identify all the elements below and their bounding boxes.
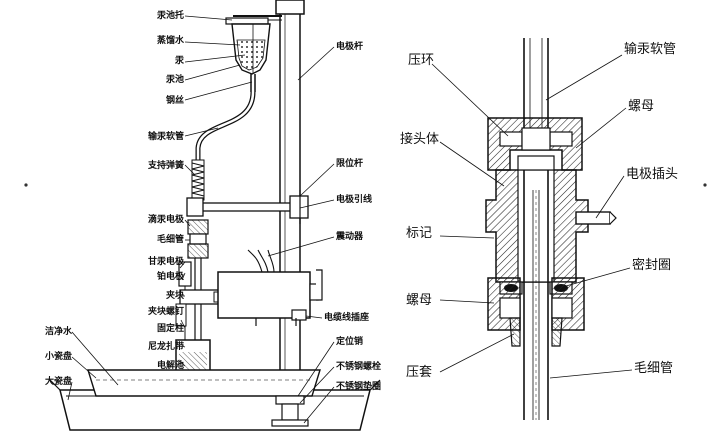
electrode-stack-shape — [187, 219, 209, 345]
label-platinum-electrode: 铂电极 — [157, 270, 185, 282]
label-mercury: 汞 — [174, 55, 185, 66]
vibrator-shape — [217, 269, 323, 326]
electrode-lead-shape — [247, 249, 275, 273]
label-small-porcelain-tray: 小瓷盘 — [44, 350, 72, 362]
label-stainless-washer: 不锈钢垫圈 — [336, 380, 381, 392]
label-support-spring: 支持弹簧 — [147, 159, 184, 171]
press-sleeve-shape — [509, 317, 563, 347]
label-electrolytic-cell: 电解池 — [157, 359, 184, 371]
label-press-sleeve: 压套 — [406, 364, 432, 380]
label-limit-rod: 限位杆 — [336, 157, 363, 169]
right-cross-section — [431, 38, 633, 420]
label-vibrator: 震动器 — [335, 231, 364, 242]
label-electrode-lead: 电极引线 — [336, 193, 372, 205]
label-stainless-bolt: 不锈钢螺栓 — [336, 360, 381, 372]
bottom-nut-shape — [487, 277, 585, 331]
right-label-group: 压环 接头体 标记 螺母 压套 输汞软管 螺母 电极插头 密封圈 毛细管 — [400, 41, 678, 380]
left-label-group: 汞池托 蒸馏水 汞 汞池 钢丝 输汞软管 支持弹簧 滴汞电极 毛细管 甘汞电极 … — [44, 9, 381, 392]
label-mark: 标记 — [406, 226, 432, 241]
label-distilled-water: 蒸馏水 — [157, 34, 185, 46]
connector-body-shape — [485, 155, 589, 283]
left-leader-lines — [67, 15, 335, 424]
right-leader-lines — [431, 54, 633, 379]
support-spring-shape — [191, 159, 205, 201]
label-electrode-rod: 电极杆 — [336, 40, 363, 52]
label-positioning-pin: 定位销 — [335, 335, 363, 347]
label-clamp-block: 夹块 — [166, 289, 185, 301]
hose-tube-shape — [523, 38, 549, 128]
label-connector-body: 接头体 — [400, 131, 439, 147]
label-calomel-electrode: 甘汞电极 — [148, 255, 185, 267]
label-right-capillary: 毛细管 — [634, 361, 673, 376]
label-clamp-screw: 夹块螺钉 — [148, 305, 184, 317]
label-nut-bottom: 螺母 — [406, 293, 432, 308]
small-tray-shape — [87, 369, 321, 397]
label-press-ring: 压环 — [408, 53, 434, 68]
label-nut-top: 螺母 — [628, 99, 654, 114]
label-electrode-plug: 电极插头 — [626, 167, 678, 182]
label-right-mercury-hose: 输汞软管 — [624, 41, 676, 57]
left-apparatus — [49, 0, 381, 431]
mercury-pool-shape — [231, 23, 271, 92]
label-dropping-mercury-electrode: 滴汞电极 — [148, 213, 185, 225]
label-cable-socket: 电缆线插座 — [324, 311, 369, 323]
label-large-porcelain-tray: 大瓷盘 — [45, 375, 72, 387]
edge-dot-left — [24, 183, 28, 187]
base-bolt-shape — [271, 395, 309, 427]
label-seal-ring: 密封圈 — [632, 257, 671, 273]
label-nylon-strap: 尼龙扎带 — [148, 340, 184, 352]
label-mercury-pool: 汞池 — [165, 73, 184, 85]
top-nut-shape — [487, 117, 583, 171]
capillary-tube-shape — [523, 170, 549, 420]
electrode-plug-shape — [575, 211, 617, 225]
label-mercury-hose: 输汞软管 — [148, 130, 184, 142]
edge-dot-right — [703, 183, 707, 187]
label-mercury-reservoir-holder: 汞池托 — [156, 9, 184, 21]
label-fixing-column: 固定柱 — [157, 322, 184, 334]
limit-rod-shape — [186, 190, 309, 224]
mercury-hose-shape — [195, 91, 256, 200]
label-clean-water: 洁净水 — [45, 325, 73, 337]
label-capillary: 毛细管 — [157, 233, 184, 245]
label-steel-wire: 钢丝 — [166, 94, 184, 106]
reservoir-holder-shape — [225, 15, 282, 25]
